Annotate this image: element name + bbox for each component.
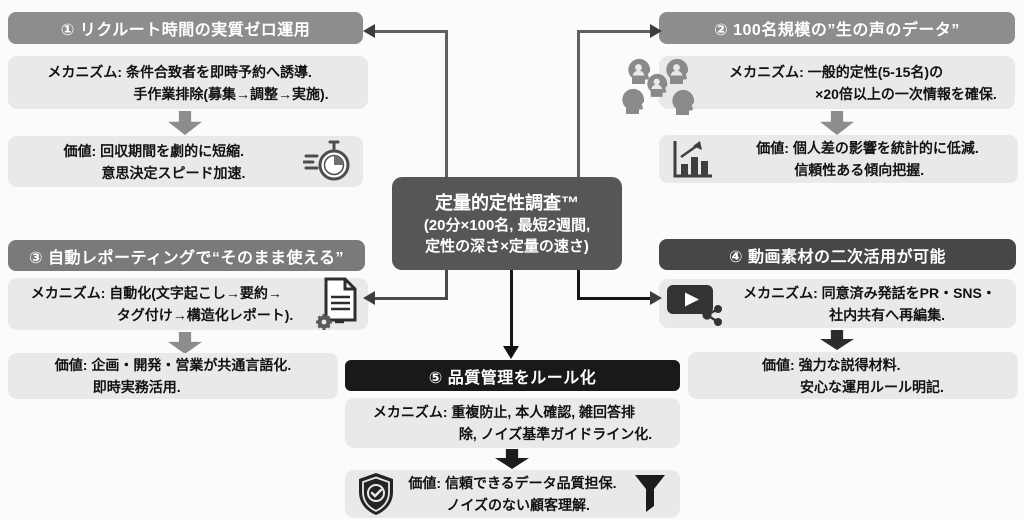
central-concept-box: 定量的定性調査™ (20分×100名, 最短2週間, 定性の深さ×定量の速さ) (392, 177, 622, 270)
mechanism-text-line1: メカニズム: 重複防止, 本人確認, 雑回答排 (372, 404, 635, 420)
section-2-header: ② 100名規模の”生の声のデータ” (659, 12, 1015, 44)
section-2-mechanism-box: メカニズム: 一般的定性(5-15名)の ×20倍以上の一次情報を確保. (622, 56, 1015, 115)
flow-arrow-down-1 (168, 111, 202, 135)
central-subtitle-line2: 定性の深さ×定量の速さ) (425, 237, 589, 255)
flow-arrow-down-3 (168, 332, 202, 354)
mechanism-text-line1: メカニズム: 自動化(文字起こし→要約→ (30, 285, 282, 301)
section-2-value-box: 価値: 個人差の影響を統計的に低減. 信頼性ある傾向把握. (659, 135, 1018, 183)
connector-bottom-left-vertical (445, 270, 448, 300)
shield-check-icon (359, 473, 393, 515)
section-1-header: ① リクルート時間の実質ゼロ運用 (8, 12, 363, 44)
value-text-line2: ノイズのない顧客理解. (446, 497, 590, 513)
value-text-line1: 価値: 強力な説得材料. (762, 356, 901, 373)
value-text-line1: 価値: 個人差の影響を統計的に低減. (756, 140, 979, 156)
arrowhead-to-section-4 (650, 291, 662, 305)
connector-top-right-horizontal (577, 30, 652, 33)
mechanism-text-line2: 手作業排除(募集→調整→実施). (133, 85, 329, 102)
section-4-value-box: 価値: 強力な説得材料. 安心な運用ルール明記. (688, 352, 1018, 399)
central-subtitle-line1: (20分×100名, 最短2週間, (423, 216, 591, 234)
section-1-mechanism-box: メカニズム: 条件合致者を即時予約へ誘導. 手作業排除(募集→調整→実施). (8, 56, 368, 109)
mechanism-text-line2: タグ付け→構造化レポート). (116, 307, 294, 323)
value-text-line1: 価値: 企画・開発・営業が共通言語化. (54, 357, 292, 373)
value-text-line2: 安心な運用ルール明記. (800, 378, 944, 395)
mechanism-text-line1: メカニズム: 一般的定性(5-15名)の (729, 63, 944, 80)
funnel-icon (635, 475, 665, 512)
video-share-icon (667, 285, 722, 326)
value-text-line2: 即時実務活用. (92, 379, 181, 395)
section-5-header: ⑤ 品質管理をルール化 (345, 360, 680, 391)
arrowhead-to-section-5 (503, 346, 519, 359)
section-3-value-box: 価値: 企画・開発・営業が共通言語化. 即時実務活用. (8, 353, 338, 399)
connector-bottom-left-horizontal (372, 297, 448, 300)
mechanism-text-line1: メカニズム: 同意済み発話をPR・SNS・ (743, 284, 996, 301)
bar-chart-icon (673, 141, 712, 178)
flow-arrow-down-4 (820, 330, 854, 350)
section-3-mechanism-box: メカニズム: 自動化(文字起こし→要約→ タグ付け→構造化レポート). (8, 277, 368, 330)
central-title: 定量的定性調査™ (435, 192, 579, 213)
section-5-value-box: 価値: 信頼できるデータ品質担保. ノイズのない顧客理解. (345, 470, 680, 518)
arrowhead-to-section-2 (650, 24, 662, 38)
arrowhead-to-section-1 (363, 24, 375, 38)
arrowhead-to-section-3 (363, 291, 375, 305)
section-4-mechanism-box: メカニズム: 同意済み発話をPR・SNS・ 社内共有へ再編集. (659, 279, 1016, 328)
flow-arrow-down-5 (495, 449, 529, 469)
section-4-header: ④ 動画素材の二次活用が可能 (659, 239, 1016, 270)
people-group-icon (622, 58, 695, 115)
value-text-line1: 価値: 信頼できるデータ品質担保. (408, 475, 617, 491)
section-5-mechanism-box: メカニズム: 重複防止, 本人確認, 雑回答排 除, ノイズ基準ガイドライン化. (345, 398, 680, 448)
section-1-value-box: 価値: 回収期間を劇的に短縮. 意思決定スピード加速. (8, 136, 363, 187)
stopwatch-icon (303, 140, 350, 181)
connector-bottom-right-vertical (577, 270, 580, 300)
mechanism-text-line2: 社内共有へ再編集. (829, 306, 945, 323)
value-text-line2: 意思決定スピード加速. (101, 164, 246, 181)
value-text-line1: 価値: 回収期間を劇的に短縮. (63, 142, 244, 159)
document-gear-icon (316, 277, 357, 330)
connector-bottom-center-vertical (510, 270, 513, 348)
mechanism-text-line2: ×20倍以上の一次情報を確保. (815, 85, 997, 102)
mechanism-text-line2: 除, ノイズ基準ガイドライン化. (458, 426, 653, 442)
connector-top-right-vertical (577, 31, 580, 177)
value-text-line2: 信頼性ある傾向把握. (794, 162, 925, 178)
section-3-header: ③ 自動レポーティングで“そのまま使える” (8, 240, 365, 271)
mechanism-text-line1: メカニズム: 条件合致者を即時予約へ誘導. (47, 63, 312, 80)
connector-top-left-vertical (445, 31, 448, 177)
connector-bottom-right-horizontal (577, 297, 652, 300)
flow-arrow-down-2 (820, 111, 854, 135)
connector-top-left-horizontal (372, 30, 448, 33)
